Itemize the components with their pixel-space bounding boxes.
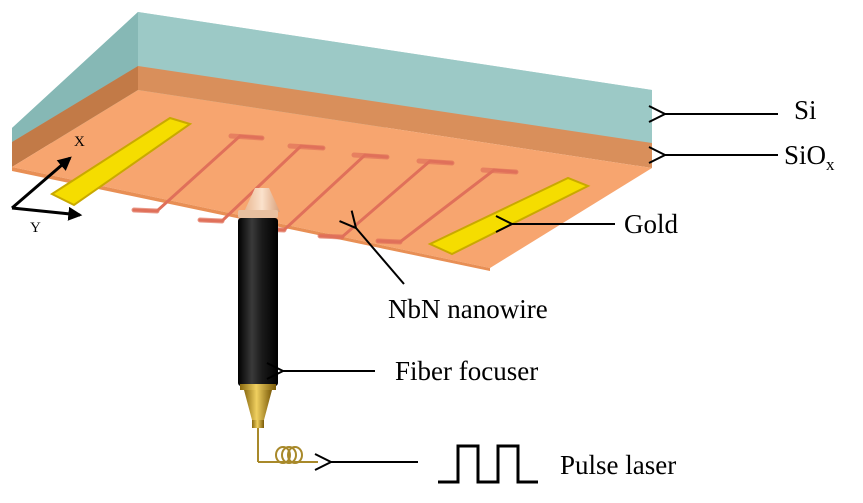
label-si: Si: [794, 95, 817, 125]
si-left-face: [12, 12, 138, 142]
label-siox-sub: x: [826, 155, 835, 174]
pointer-arrows: [283, 114, 778, 462]
label-axis-y: Y: [30, 220, 41, 236]
label-nanowire: NbN nanowire: [388, 294, 548, 324]
gold-pad-left: [49, 116, 193, 207]
fiber-coil: [275, 446, 303, 464]
siox-layer: [12, 66, 652, 168]
label-siox-base: SiO: [784, 140, 827, 170]
label-pulse-laser: Pulse laser: [560, 450, 677, 480]
focuser-collar: [238, 210, 278, 218]
label-fiber-focuser: Fiber focuser: [395, 356, 539, 386]
siox-front-face: [138, 66, 652, 168]
x-axis-arrow: [11, 156, 72, 210]
arrow-nanowire: [356, 228, 405, 285]
y-axis-arrow: [11, 206, 83, 221]
coordinate-axes: [11, 156, 83, 221]
pulse-waveform: [438, 444, 538, 484]
label-axis-x: X: [74, 134, 85, 150]
fiber-focuser: [238, 188, 318, 464]
ferrule-tip: [252, 420, 264, 428]
ferrule-cone: [244, 390, 272, 420]
focuser-tip: [244, 188, 280, 212]
ferrule-base: [240, 384, 276, 390]
label-gold: Gold: [624, 209, 678, 239]
focuser-body: [238, 218, 278, 386]
label-siox: SiOx: [784, 140, 835, 174]
siox-left-face: [12, 66, 138, 167]
